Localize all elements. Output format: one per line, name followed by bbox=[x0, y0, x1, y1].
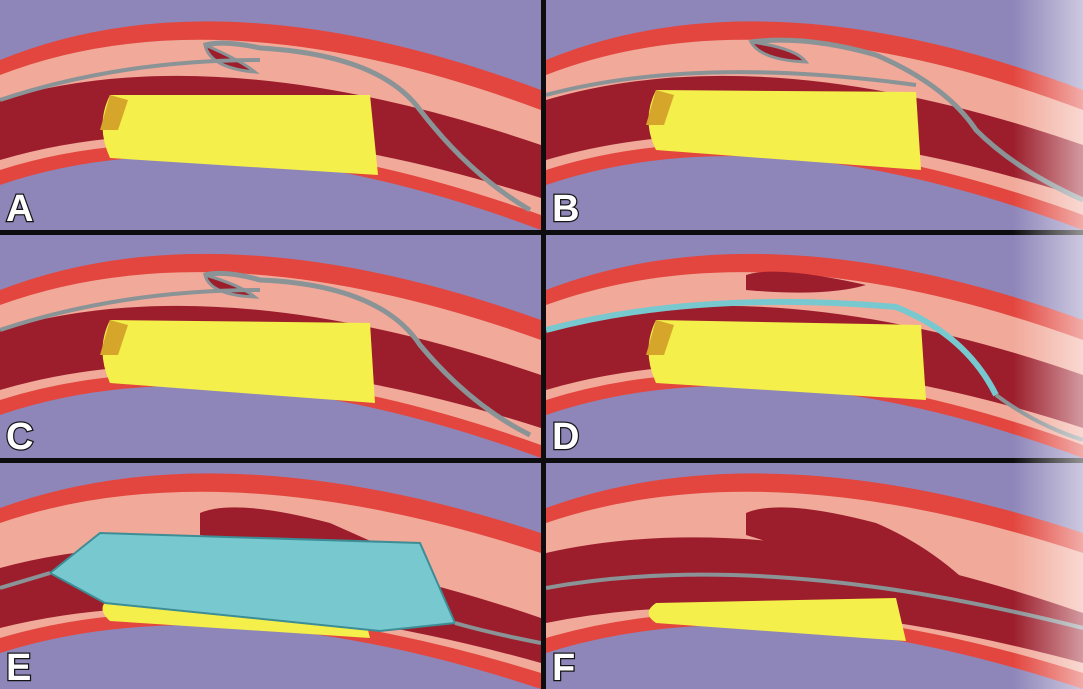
panel-c-illustration bbox=[0, 235, 541, 458]
panel-b-illustration bbox=[546, 0, 1083, 230]
panel-e-label: E bbox=[6, 649, 32, 687]
panel-b-label: B bbox=[552, 190, 580, 228]
panel-a-label: A bbox=[6, 190, 34, 228]
panel-b: B bbox=[546, 0, 1083, 230]
panel-d-illustration bbox=[546, 235, 1083, 458]
panel-c-label: C bbox=[6, 418, 34, 456]
panel-c: C bbox=[0, 235, 541, 458]
panel-f-illustration bbox=[546, 463, 1083, 689]
panel-f-label: F bbox=[552, 649, 576, 687]
panel-a-illustration bbox=[0, 0, 541, 230]
panel-a: A bbox=[0, 0, 541, 230]
panel-e-illustration bbox=[0, 463, 541, 689]
panel-e: E bbox=[0, 463, 541, 689]
panel-d: D bbox=[546, 235, 1083, 458]
panel-d-label: D bbox=[552, 418, 580, 456]
panel-f: F bbox=[546, 463, 1083, 689]
